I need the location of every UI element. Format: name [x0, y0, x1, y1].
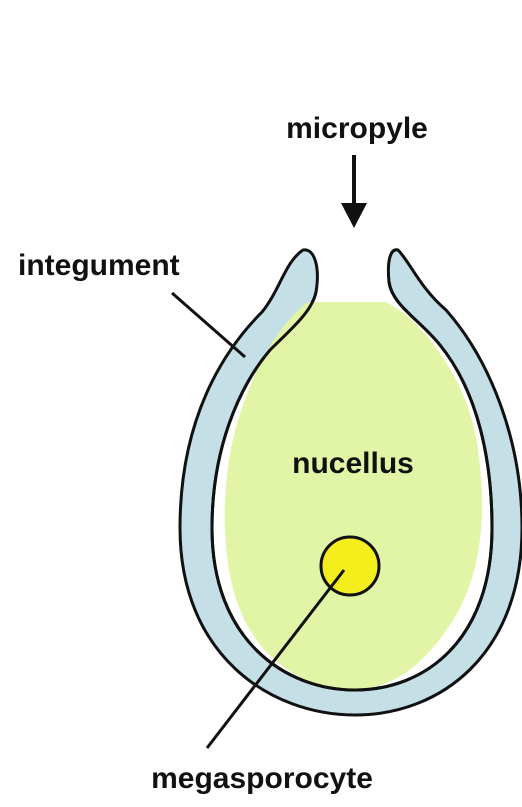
megasporocyte-label: megasporocyte — [151, 762, 373, 795]
micropyle-arrow — [341, 155, 367, 228]
integument-pointer-line — [172, 293, 245, 357]
micropyle-label: micropyle — [286, 112, 428, 145]
nucellus-label: nucellus — [292, 447, 414, 480]
integument-label: integument — [18, 249, 180, 282]
